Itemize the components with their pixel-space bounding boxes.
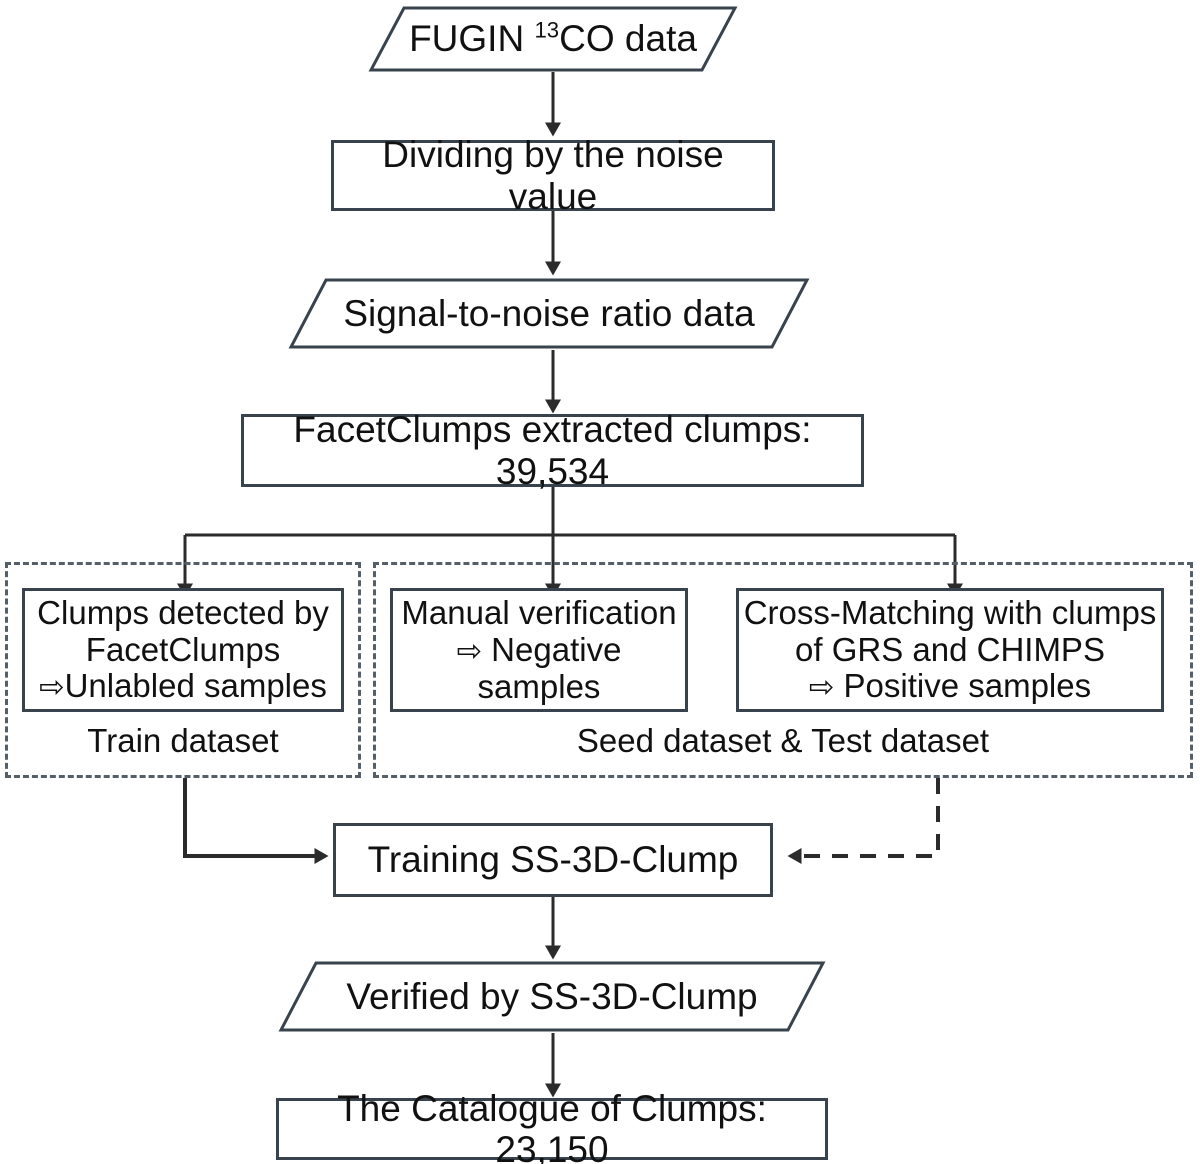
- node-dividing-by-noise[interactable]: Dividing by the noise value: [331, 134, 775, 217]
- node-fugin-data[interactable]: FUGIN 13CO data: [368, 5, 738, 73]
- node-catalogue-of-clumps[interactable]: The Catalogue of Clumps: 23,150: [276, 1088, 828, 1164]
- group-caption-train: Train dataset: [87, 722, 279, 759]
- cross-matching-line-2: of GRS and CHIMPS: [795, 630, 1105, 668]
- manual-verification-line-2: ⇨ Negative samples: [393, 630, 685, 706]
- right-arrow-icon: ⇨: [808, 670, 835, 706]
- clumps-detected-line-3: ⇨Unlabled samples: [25, 667, 341, 706]
- node-label-verified: Verified by SS-3D-Clump: [346, 975, 758, 1017]
- parallelogram-shape-verified: [278, 960, 826, 1033]
- parallelogram-shape-fugin: [368, 5, 738, 73]
- node-label-clumps-detected: Clumps detected by FacetClumps ⇨Unlabled…: [25, 593, 341, 706]
- node-facetclumps-extracted[interactable]: FacetClumps extracted clumps: 39,534: [241, 409, 864, 492]
- manual-verification-line-2-text: Negative samples: [477, 630, 622, 705]
- node-manual-verification[interactable]: Manual verification ⇨ Negative samples: [390, 588, 688, 712]
- node-label-manual-verification: Manual verification ⇨ Negative samples: [393, 593, 685, 706]
- edge-seedtest-to-training: [787, 778, 940, 864]
- group-train-dataset: [5, 562, 361, 778]
- node-label-catalogue: The Catalogue of Clumps: 23,150: [337, 1087, 767, 1164]
- manual-verification-line-1: Manual verification: [401, 593, 677, 631]
- node-snr-data[interactable]: Signal-to-noise ratio data: [288, 277, 810, 350]
- cross-matching-line-3-text: Positive samples: [834, 667, 1092, 705]
- node-label-snr: Signal-to-noise ratio data: [343, 292, 755, 334]
- parallelogram-shape-snr: [288, 277, 810, 350]
- node-label-fugin: FUGIN 13CO data: [409, 17, 697, 60]
- node-label-facetclumps-extracted: FacetClumps extracted clumps: 39,534: [293, 409, 812, 492]
- group-seed-test-dataset: [373, 562, 1193, 778]
- node-training-ss3dclump[interactable]: Training SS-3D-Clump: [333, 823, 773, 897]
- node-label-cross-matching: Cross-Matching with clumps of GRS and CH…: [739, 593, 1161, 706]
- cross-matching-line-1: Cross-Matching with clumps: [743, 593, 1157, 631]
- clumps-detected-line-2: FacetClumps: [85, 630, 281, 668]
- cross-matching-line-3: ⇨ Positive samples: [739, 667, 1161, 706]
- clumps-detected-line-3-text: Unlabled samples: [64, 667, 327, 705]
- node-cross-matching[interactable]: Cross-Matching with clumps of GRS and CH…: [736, 588, 1164, 712]
- edge-train-to-training: [183, 778, 329, 864]
- right-arrow-icon: ⇨: [39, 670, 65, 706]
- node-label-dividing: Dividing by the noise value: [382, 134, 724, 217]
- node-clumps-detected[interactable]: Clumps detected by FacetClumps ⇨Unlabled…: [22, 588, 344, 712]
- right-arrow-icon: ⇨: [456, 633, 483, 669]
- group-caption-seed-test: Seed dataset & Test dataset: [576, 722, 990, 759]
- superscript-13: 13: [534, 17, 560, 43]
- node-label-training: Training SS-3D-Clump: [367, 839, 739, 881]
- clumps-detected-line-1: Clumps detected by: [37, 593, 329, 631]
- node-verified-ss3dclump[interactable]: Verified by SS-3D-Clump: [278, 960, 826, 1033]
